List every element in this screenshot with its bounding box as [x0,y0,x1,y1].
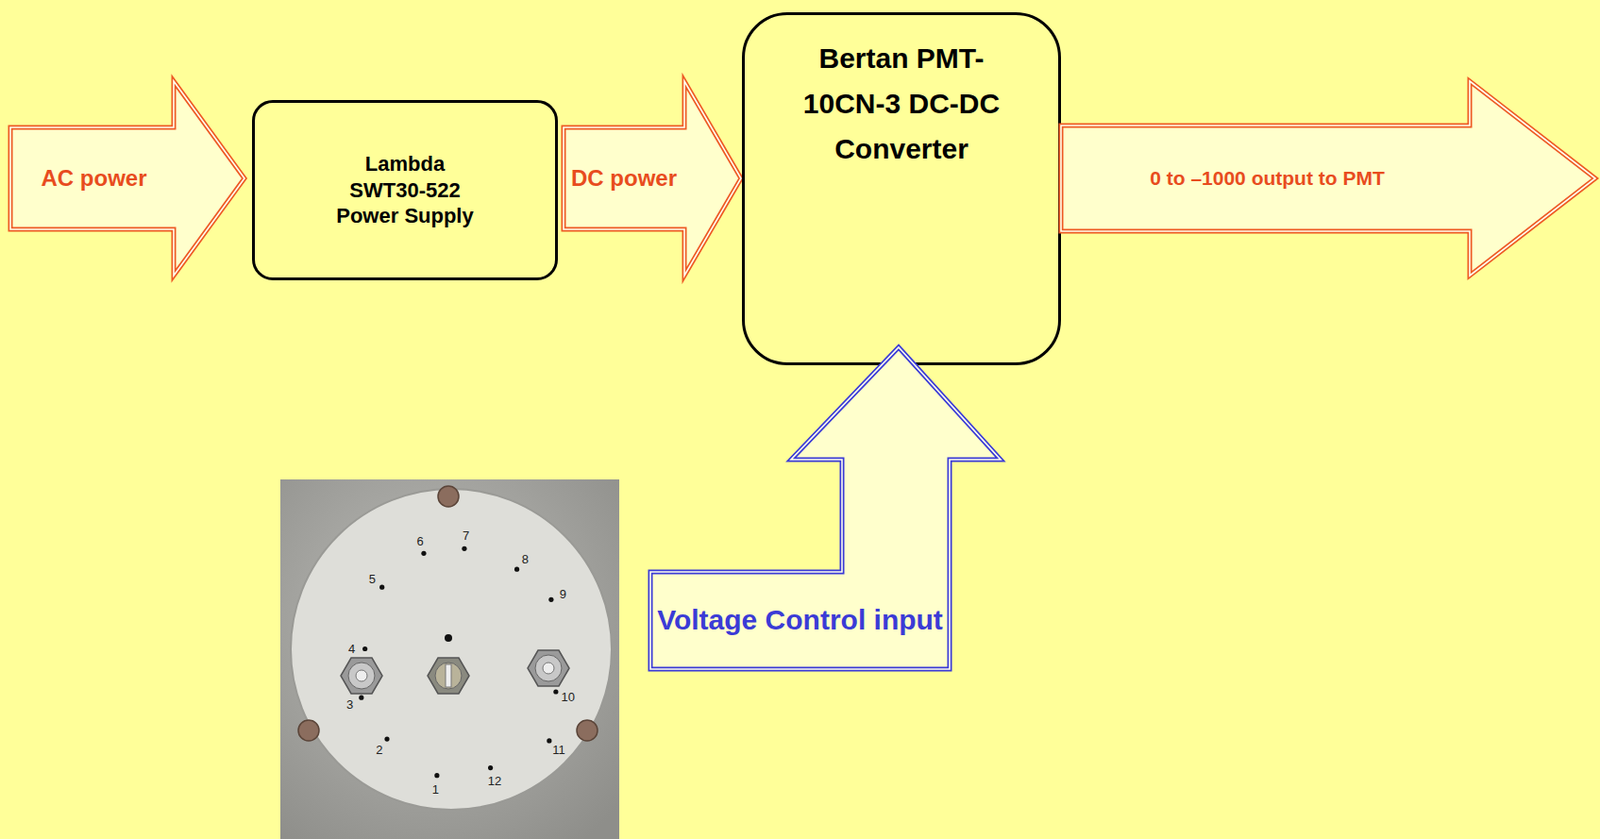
pin-number: 3 [346,696,354,711]
text-slot: AC power [14,127,174,230]
process-box: Lambda SWT30-522 Power Supply [252,100,558,281]
connector-label-slot: DC power [563,127,685,230]
block-arrow-right: AC power [10,81,245,276]
screw-head [576,720,598,742]
node-text: 0 to –1000 output to PMT [1149,167,1385,190]
pin-hole [362,646,368,652]
block-arrow-connector [563,81,742,276]
pin-number: 9 [559,587,567,602]
pin-hole [421,551,426,556]
pin-hole [546,738,552,743]
pin-hole [514,567,520,573]
text-slot: Voltage Control input [650,572,950,670]
center-hole [444,634,453,642]
block-arrow-up: Voltage Control input [650,347,1001,670]
pin-number: 5 [369,571,376,586]
node-text: Lambda SWT30-522 Power Supply [329,151,481,230]
arrow-outline-inner [10,81,245,276]
connector-label: DC power [571,165,677,192]
node-text: AC power [40,165,147,192]
arrow-outline-inner [563,81,742,276]
node-text: Bertan PMT-10CN-3 DC-DC Converter [802,35,1001,172]
knob [340,657,383,694]
screw-head [298,720,320,742]
pin-hole [379,585,385,590]
arrow-outline [10,81,245,276]
arrow-outline [650,347,1001,670]
pin-number: 6 [416,533,423,548]
pin-hole [553,689,558,694]
pin-number: 11 [552,742,566,758]
arrow-outline-inner [1061,81,1596,276]
pin-number: 1 [432,781,439,796]
text-slot: 0 to –1000 output to PMT [1064,125,1470,232]
block-arrow-right: 0 to –1000 output to PMT [1061,81,1596,276]
pin-hole [488,765,493,771]
arrow-outline [1061,81,1596,276]
pin-hole [384,736,389,742]
screw-head [437,486,459,507]
pin-number: 4 [348,641,355,657]
pin-hole [548,597,554,603]
pin-number: 2 [375,742,383,758]
pin-number: 12 [488,773,502,788]
photo-ground [280,479,620,839]
pin-number: 7 [462,528,470,543]
pin-hole [461,546,467,552]
knob [427,657,470,694]
node-text: Voltage Control input [656,604,944,638]
socket-plate [290,488,612,810]
knob [527,650,570,687]
pin-hole [358,695,364,701]
pin-hole [434,773,439,778]
socket-photo [280,479,620,839]
pin-number: 10 [561,690,575,705]
arrow-outline-inner [650,347,1001,670]
arrow-outline [563,81,742,276]
process-box: Bertan PMT-10CN-3 DC-DC Converter [741,12,1062,366]
pin-number: 8 [522,552,529,567]
